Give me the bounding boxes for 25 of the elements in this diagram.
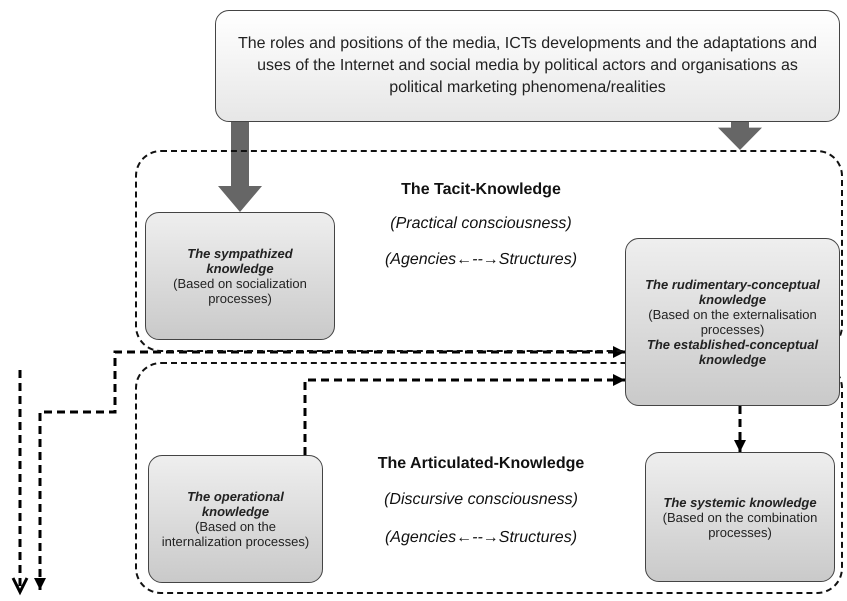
region-title: The Articulated-Knowledge — [376, 454, 586, 474]
box-description: (Based on the externalisation processes) — [647, 307, 818, 337]
region-subtitle: (Agencies←--→Structures) — [384, 250, 578, 270]
dashed-arrow — [304, 374, 625, 455]
knowledge-box — [145, 212, 335, 340]
box-heading: The sympathized knowledge — [186, 246, 294, 276]
region-title: The Tacit-Knowledge — [400, 180, 562, 200]
box-heading: The rudimentary-conceptual knowledge — [644, 277, 821, 307]
dashed-arrow — [34, 346, 625, 590]
box-description: (Based on the internalization processes) — [160, 519, 310, 549]
dashed-arrow — [734, 406, 746, 452]
box-text: The roles and positions of the media, ICTs developments and the adaptations and uses of the Internet and social media by political actors and organisations as political marketing phenomena/realities — [236, 34, 818, 98]
region-subtitle: (Discursive consciousness) — [383, 490, 579, 510]
knowledge-box — [148, 455, 323, 583]
box-heading: The systemic knowledge — [663, 494, 817, 510]
box-heading: The established-conceptual knowledge — [646, 337, 820, 367]
knowledge-box — [645, 452, 835, 582]
knowledge-box — [625, 238, 840, 406]
box-heading: The operational knowledge — [186, 489, 285, 519]
block-arrow — [718, 122, 762, 150]
context-box — [215, 10, 840, 122]
box-description: (Based on socialization processes) — [172, 276, 308, 306]
region-subtitle: (Practical consciousness) — [389, 214, 573, 234]
block-arrow — [218, 122, 262, 212]
box-description: (Based on the combination processes) — [662, 510, 818, 540]
